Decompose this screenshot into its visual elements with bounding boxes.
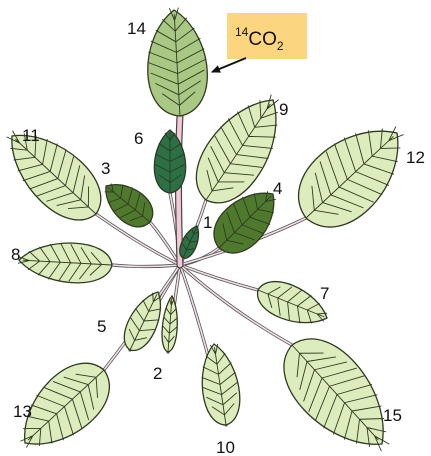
leaf-13 xyxy=(20,363,109,447)
leaf-label-9: 9 xyxy=(279,100,288,119)
leaf-2 xyxy=(162,296,177,352)
leaf-5 xyxy=(124,292,161,351)
leaf-label-14: 14 xyxy=(127,19,146,38)
leaf-15 xyxy=(284,339,389,451)
leaf-label-5: 5 xyxy=(97,317,106,336)
leaf-12 xyxy=(299,127,404,228)
stem-core-leaf-14 xyxy=(179,116,181,265)
leaf-10 xyxy=(202,344,240,425)
leaf-label-10: 10 xyxy=(216,438,235,456)
leaf-7 xyxy=(258,282,328,324)
leaf-label-2: 2 xyxy=(153,364,162,383)
co2-label: 14CO2 xyxy=(227,13,307,59)
leaf-14 xyxy=(148,8,208,116)
leaf-label-12: 12 xyxy=(406,148,425,167)
co2-arrow xyxy=(212,58,246,72)
leaf-label-3: 3 xyxy=(101,159,110,178)
leaf-label-7: 7 xyxy=(320,284,329,303)
leaf-1 xyxy=(180,226,199,258)
leaf-blade-7 xyxy=(258,282,327,323)
leaf-label-11: 11 xyxy=(22,126,40,145)
leaf-label-1: 1 xyxy=(203,213,212,232)
leaf-11 xyxy=(7,131,101,220)
leaf-label-8: 8 xyxy=(11,245,20,264)
leaf-blade-9 xyxy=(196,100,276,203)
leaf-label-15: 15 xyxy=(383,406,402,425)
leaf-label-6: 6 xyxy=(134,129,143,148)
leaf-8 xyxy=(18,243,112,283)
leaf-label-4: 4 xyxy=(273,179,282,198)
leaf-label-13: 13 xyxy=(13,402,32,421)
leaf-3 xyxy=(105,184,153,227)
leaf-9 xyxy=(196,95,278,203)
